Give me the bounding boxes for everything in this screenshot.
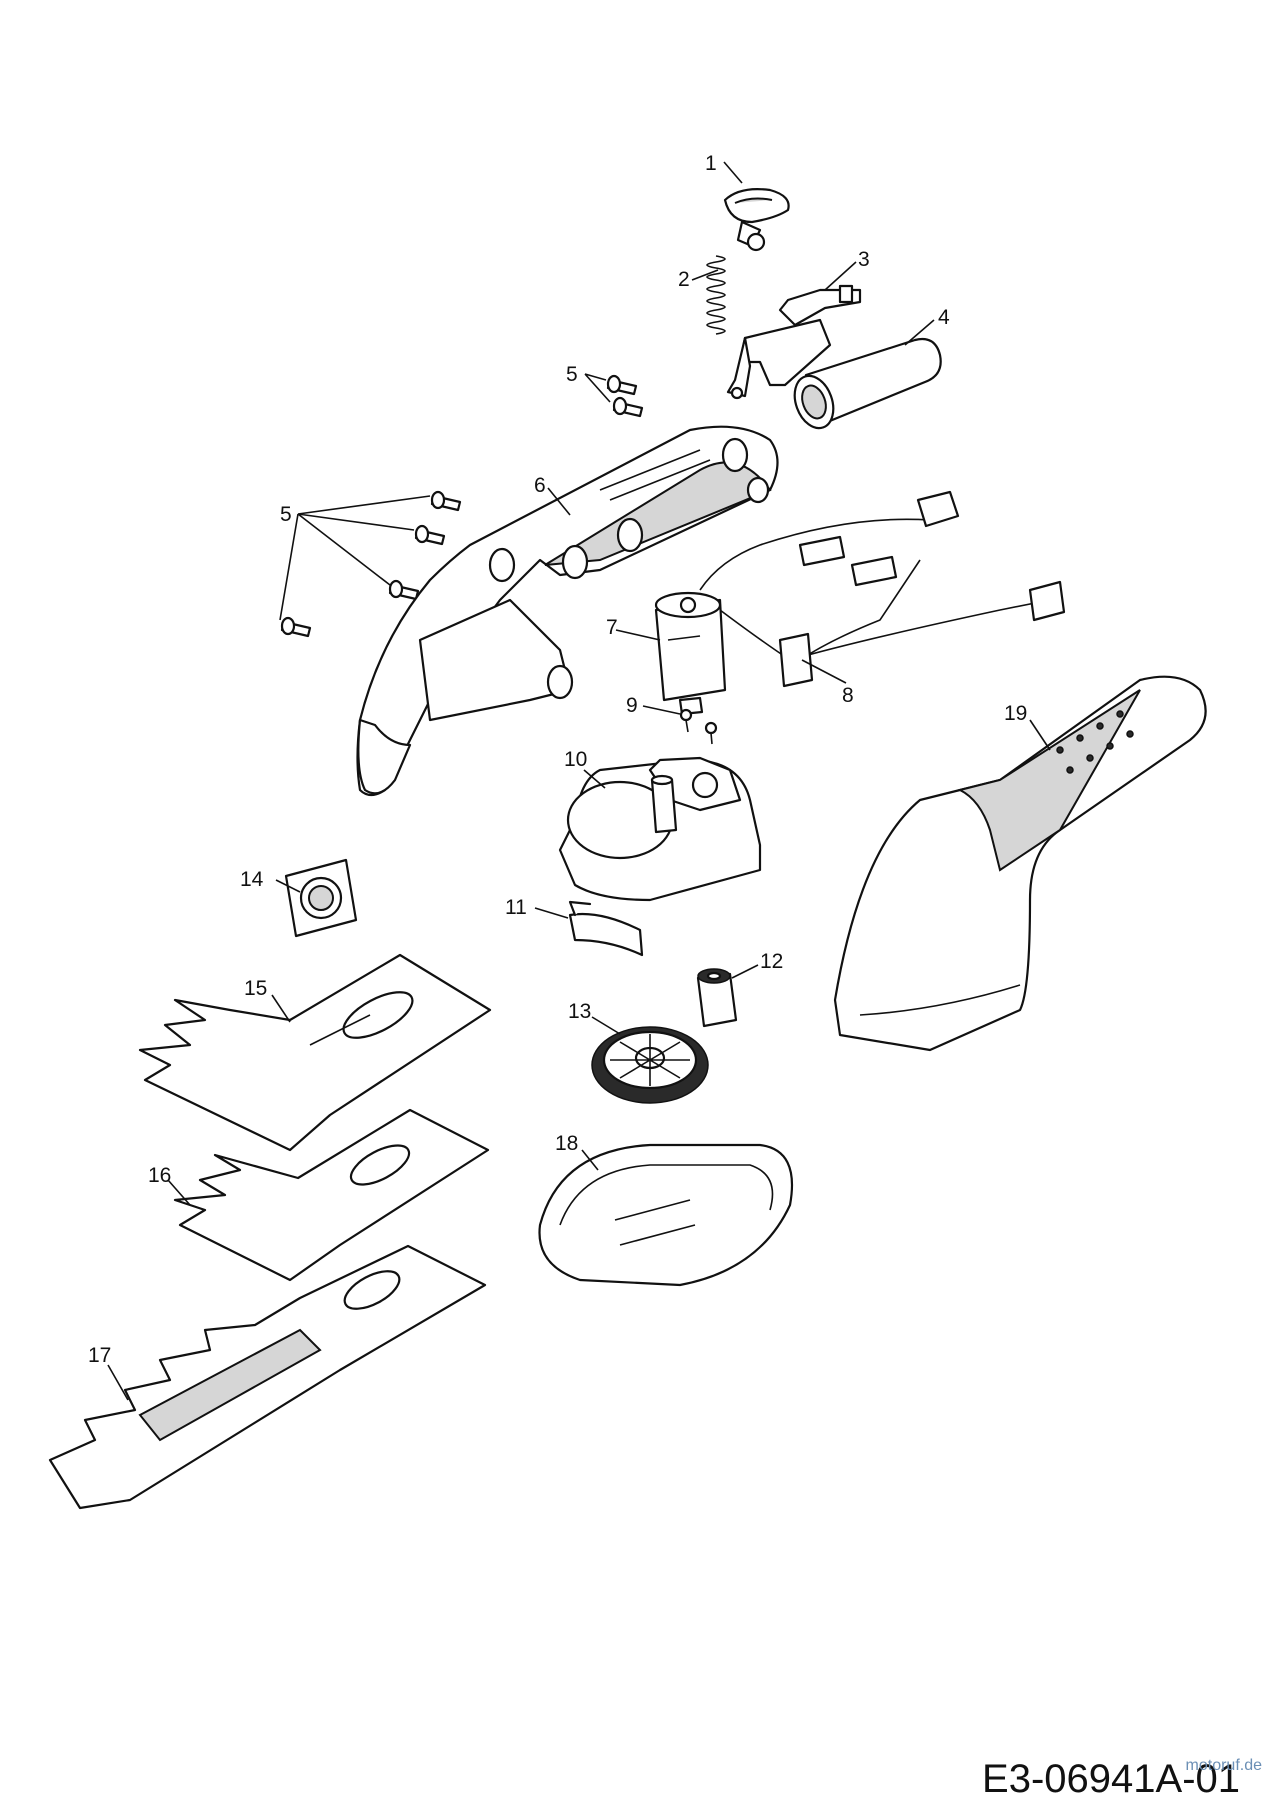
callout-16: 16 [148, 1164, 171, 1187]
part-5-screws-left [280, 490, 462, 638]
callout-6: 6 [534, 474, 546, 497]
part-3-switch-lever [726, 284, 862, 400]
callout-2: 2 [678, 268, 690, 291]
part-16-blade [173, 1108, 490, 1282]
callout-15: 15 [244, 977, 267, 1000]
callout-11: 11 [505, 896, 527, 919]
part-11-bracket [568, 900, 644, 957]
part-9-small-screws [679, 708, 718, 745]
callout-1: 1 [705, 152, 717, 175]
callout-14: 14 [240, 868, 264, 891]
part-6-housing-half [356, 425, 779, 797]
callout-12: 12 [760, 950, 783, 973]
callout-8: 8 [842, 684, 854, 707]
part-13-main-gear [591, 1026, 709, 1104]
watermark: motoruf.de [1186, 1757, 1263, 1774]
part-10-gear-housing [558, 756, 762, 902]
part-17-hedge-blade [48, 1244, 487, 1510]
part-19-handle-housing [833, 675, 1207, 1052]
callout-3: 3 [858, 248, 870, 271]
part-2-spring [706, 255, 726, 335]
callout-19: 19 [1004, 702, 1027, 725]
part-4-battery [793, 337, 942, 430]
part-8-wiring [699, 490, 1066, 688]
callout-17: 17 [88, 1344, 111, 1367]
callout-13: 13 [568, 1000, 591, 1023]
callout-labels: 1 2 3 4 5 5 6 7 8 9 10 11 12 13 14 15 16… [88, 152, 1027, 1367]
callout-18: 18 [555, 1132, 578, 1155]
callout-7: 7 [606, 616, 618, 639]
part-12-pinion-gear [696, 968, 738, 1028]
callout-4: 4 [938, 306, 950, 329]
callout-10: 10 [564, 748, 587, 771]
leader-lines [107, 161, 1051, 1401]
part-15-grass-blade [138, 953, 492, 1152]
part-7-motor [654, 591, 727, 716]
callout-5-upper: 5 [566, 363, 578, 386]
part-14-guard-cap [284, 858, 358, 938]
part-5-screws-upper [606, 374, 644, 418]
drawing-code: E3-06941A-01 [982, 1757, 1240, 1800]
part-18-tray [538, 1143, 794, 1287]
callout-9: 9 [626, 694, 638, 717]
part-1-lock-button [723, 188, 790, 252]
callout-5-left: 5 [280, 503, 292, 526]
